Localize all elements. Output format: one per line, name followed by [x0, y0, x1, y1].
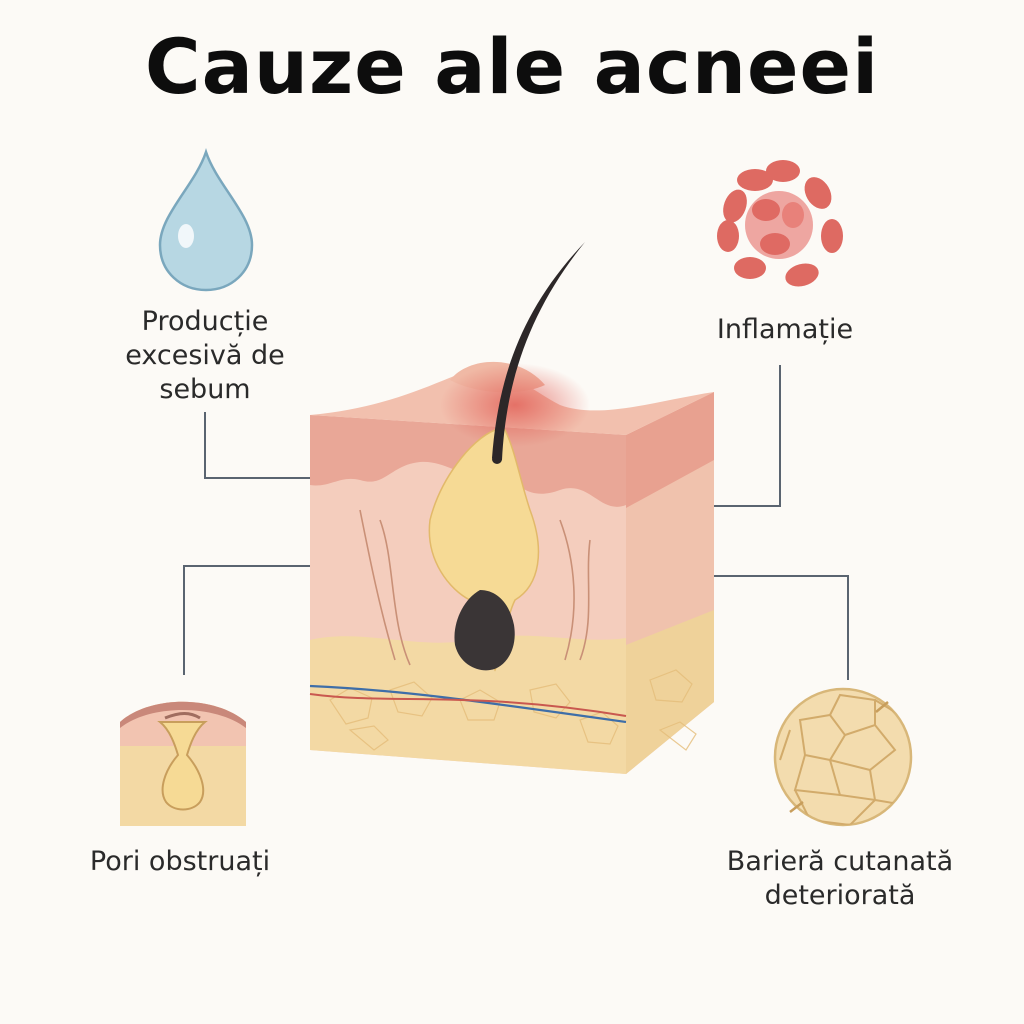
oil-drop-icon	[158, 148, 254, 292]
clogged-pore-icon	[120, 701, 246, 826]
connector-lines	[183, 365, 849, 680]
inflammation-cells-icon	[717, 160, 843, 287]
connector-infl	[714, 365, 781, 507]
label-inflammation: Inflamație	[716, 314, 854, 345]
label-clogged-pores: Pori obstruați	[89, 846, 271, 877]
connector-bar	[714, 575, 849, 680]
connector-sebum	[204, 412, 310, 479]
label-damaged-barrier: Barieră cutanată deteriorată	[726, 846, 954, 911]
skin-cross-section	[309, 242, 714, 774]
cracked-skin-icon	[773, 687, 913, 827]
label-sebum-production: Producție excesivă de sebum	[125, 306, 285, 405]
connector-pori	[183, 565, 310, 675]
page-title: Cauze ale acneei	[144, 22, 880, 111]
